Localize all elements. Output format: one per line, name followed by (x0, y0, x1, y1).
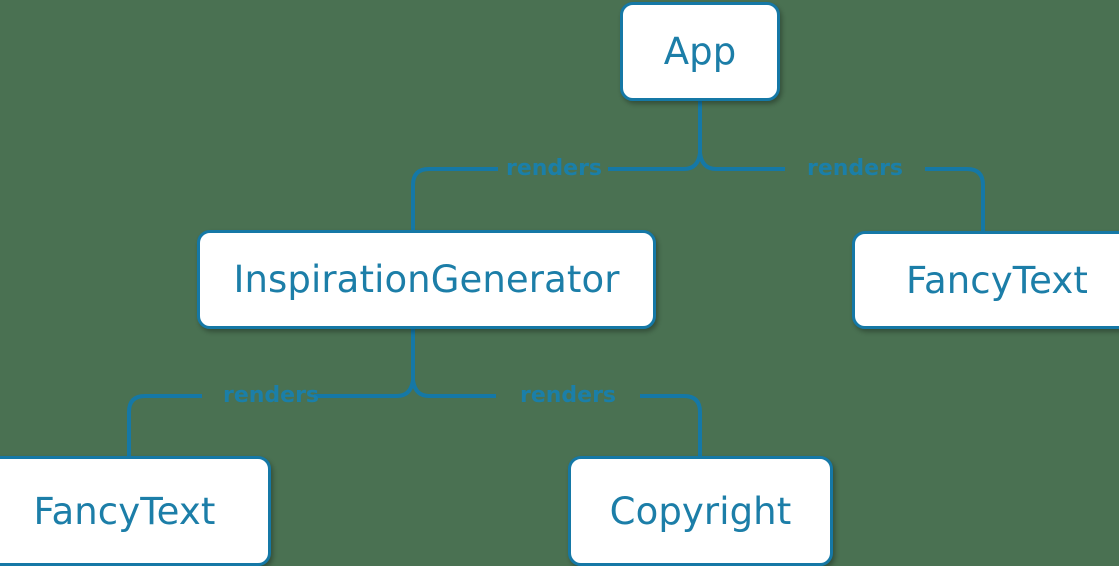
edge-inspgen-junction (396, 378, 430, 398)
node-label-inspiration-generator: InspirationGenerator (233, 258, 620, 301)
edge-app-to-fancytext (716, 167, 985, 231)
edge-label-inspiration-generator-to-fancytext: renders (222, 383, 320, 408)
edge-inspgen-to-copyright (429, 394, 702, 456)
edge-label-app-to-inspiration-generator: renders (505, 156, 603, 181)
edge-app-junction (683, 151, 717, 171)
node-label-fancytext-left: FancyText (33, 489, 216, 533)
edge-label-app-to-fancytext: renders (806, 156, 904, 181)
node-copyright[interactable]: Copyright (568, 456, 833, 566)
node-fancytext-right[interactable]: FancyText (852, 231, 1119, 329)
edge-label-inspiration-generator-to-copyright: renders (519, 383, 617, 408)
node-label-fancytext-right: FancyText (906, 258, 1088, 302)
node-label-copyright: Copyright (609, 489, 792, 533)
node-label-app: App (663, 30, 737, 73)
node-fancytext-left[interactable]: FancyText (0, 456, 271, 566)
edge-app-to-inspgen (411, 167, 684, 230)
node-app[interactable]: App (620, 2, 780, 101)
node-inspiration-generator[interactable]: InspirationGenerator (197, 230, 656, 329)
edge-inspgen-to-fancytext (127, 394, 397, 456)
